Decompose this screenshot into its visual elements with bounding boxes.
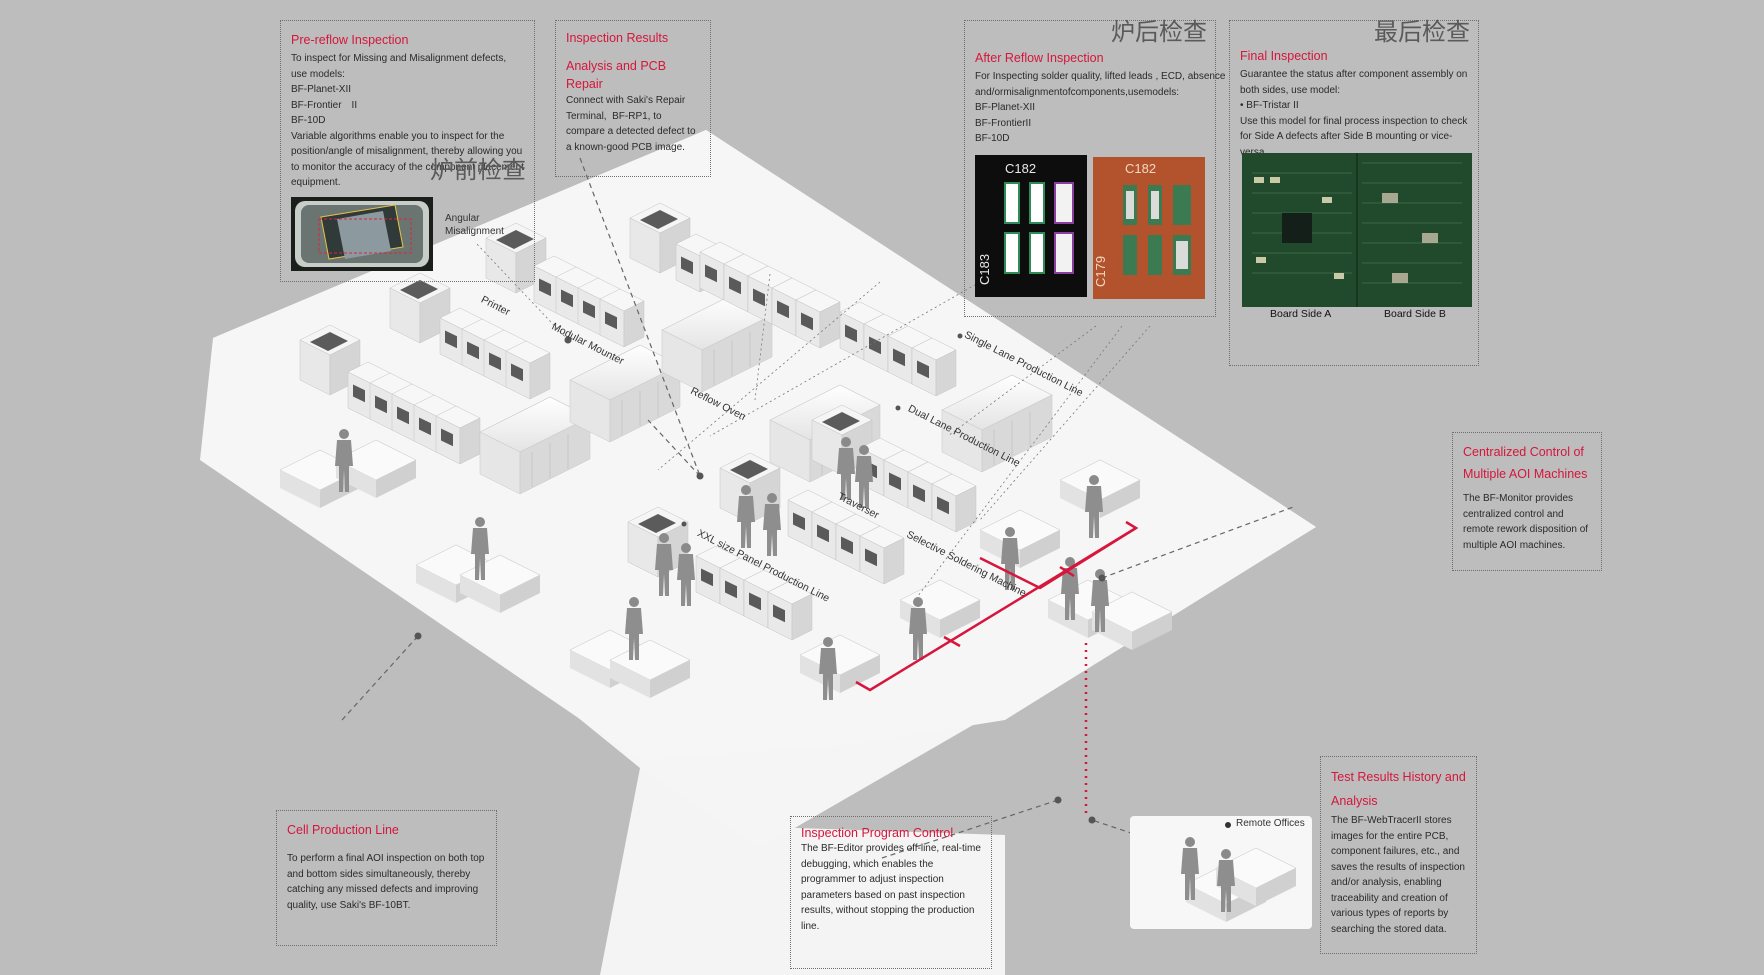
final-title: Final Inspection	[1240, 49, 1328, 63]
results-desc: Connect with Saki's Repair Terminal, BF-…	[566, 95, 696, 153]
cell-title: Cell Production Line	[287, 823, 399, 837]
after-reflow-line1: For Inspecting solder quality, lifted le…	[975, 71, 1226, 82]
pcb-code-c182-a: C182	[1005, 161, 1036, 176]
history-title: Test Results History and Analysis	[1331, 770, 1466, 808]
history-desc: The BF-WebTracerII stores images for the…	[1331, 815, 1465, 935]
misalignment-image	[291, 197, 433, 271]
final-line2: both sides, use model:	[1240, 84, 1341, 96]
board-side-a-label: Board Side A	[1270, 308, 1332, 320]
results-title-1: Inspection Results	[566, 31, 669, 45]
pcb-code-c182-b: C182	[1125, 161, 1156, 176]
callout-test-history: Test Results History and Analysis The BF…	[1320, 756, 1477, 954]
callout-program-control: Inspection Program Control The BF-Editor…	[790, 816, 992, 969]
after-reflow-model-1: BF-Planet-XII	[975, 102, 1036, 113]
pre-reflow-desc: Variable algorithms enable you to inspec…	[291, 130, 524, 189]
callout-centralized-control: Centralized Control of Multiple AOI Mach…	[1452, 432, 1602, 571]
callout-inspection-results: Inspection Results Analysis and PCB Repa…	[555, 20, 711, 177]
label-remote-offices: Remote Offices	[1236, 818, 1305, 829]
central-desc: The BF-Monitor provides centralized cont…	[1463, 493, 1589, 551]
central-title: Centralized Control of Multiple AOI Mach…	[1463, 445, 1588, 481]
pre-reflow-line2: use models:	[291, 68, 345, 80]
cell-desc: To perform a final AOI inspection on bot…	[287, 853, 485, 911]
program-desc: The BF-Editor provides off-line, real-ti…	[801, 843, 981, 932]
after-reflow-model-3: BF-10D	[975, 133, 1010, 144]
final-chinese-title: 最后检查	[1374, 18, 1470, 46]
callout-after-reflow: 炉后检查 After Reflow Inspection For Inspect…	[964, 18, 1226, 317]
pcb-code-c183-a: C183	[977, 254, 992, 285]
callout-final-inspection: 最后检查 Final Inspection Guarantee the stat…	[1229, 20, 1479, 366]
after-reflow-model-2: BF-FrontierII	[975, 117, 1032, 129]
board-sides-image	[1242, 153, 1472, 307]
pre-reflow-line1: To inspect for Missing and Misalignment …	[291, 53, 507, 64]
pre-reflow-model-3: BF-10D	[291, 115, 326, 126]
pre-reflow-model-2: BF-Frontier II	[291, 99, 358, 111]
board-side-b-label: Board Side B	[1384, 308, 1446, 320]
final-line1: Guarantee the status after component ass…	[1240, 69, 1468, 80]
angular-misalignment-label: Angular Misalignment	[445, 213, 504, 237]
pre-reflow-model-1: BF-Planet-XII	[291, 84, 352, 95]
pcb-code-c179-b: C179	[1093, 256, 1108, 287]
callout-pre-reflow: Pre-reflow Inspection To inspect for Mis…	[280, 20, 535, 282]
final-desc: Use this model for final process inspect…	[1240, 115, 1468, 158]
pcb-solder-image-1: C182 C183	[975, 155, 1087, 297]
final-model-1: • BF-Tristar II	[1240, 100, 1299, 111]
pre-reflow-title: Pre-reflow Inspection	[291, 33, 409, 47]
after-reflow-title: After Reflow Inspection	[975, 51, 1104, 65]
program-title: Inspection Program Control	[801, 826, 954, 840]
pre-reflow-chinese-title: 炉前检查	[430, 156, 526, 184]
after-reflow-line2: and/ormisalignmentofcomponents,usemodels…	[975, 86, 1179, 98]
after-reflow-chinese-title: 炉后检查	[1111, 18, 1207, 46]
callout-cell-production: Cell Production Line To perform a final …	[276, 810, 497, 946]
pcb-solder-image-2: C182 C179	[1093, 157, 1205, 299]
results-title-2: Analysis and PCB Repair	[566, 59, 667, 91]
